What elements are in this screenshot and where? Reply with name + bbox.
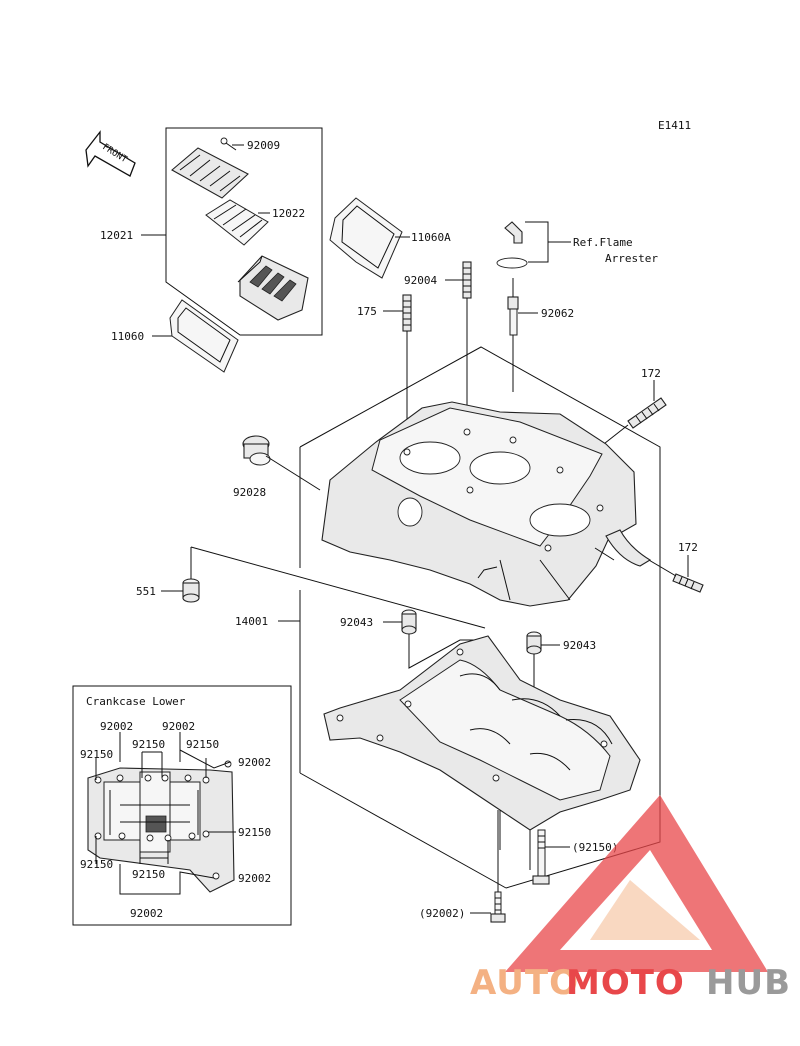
front-arrow: FRONT [85,130,136,177]
plug-92028: 92028 [233,435,321,499]
label-12021: 12021 [100,229,133,242]
label-12022: 12022 [272,207,305,220]
automotohub-watermark: AUTO MOTO HUB [470,795,791,1003]
label-92004: 92004 [404,274,437,287]
inset-label-92002-r1: 92002 [238,756,271,769]
label-175: 175 [357,305,377,318]
label-14001: 14001 [235,615,268,628]
label-92150-paren: (92150) [572,841,618,854]
bolt-92150: (92150) [532,829,618,885]
dowel-92043-left: 92043 [340,609,486,669]
watermark-swoosh [590,880,700,940]
label-172-right: 172 [678,541,698,554]
watermark-triangle [505,795,768,972]
gasket-11060a: 11060A [329,197,451,279]
crankcase-14001-line: 14001 [235,590,507,889]
flame-arrester-fitting: Ref.Flame Arrester [496,221,658,269]
inset-label-92150-mr: 92150 [186,738,219,751]
label-92028: 92028 [233,486,266,499]
inset-label-92002-b: 92002 [130,907,163,920]
inset-label-92002-tr: 92002 [162,720,195,733]
label-172-top: 172 [641,367,661,380]
lower-crankcase [323,635,641,870]
diagram-code: E1411 [658,119,691,132]
ref-flame-label: Ref.Flame [573,236,633,249]
crankcase-lower-inset: Crankcase Lower 92002 92002 92150 92150 … [72,685,292,926]
label-551: 551 [136,585,156,598]
label-92002-paren: (92002) [419,907,465,920]
label-92043-right: 92043 [563,639,596,652]
ref-arrester-label: Arrester [605,252,658,265]
reed-valve-kit-box: 12021 [100,127,323,336]
bolt-92002: (92002) [419,810,506,923]
upper-crankcase [299,346,661,889]
watermark-auto: AUTO [470,963,579,1003]
inset-label-92002-r2: 92002 [238,872,271,885]
inset-title: Crankcase Lower [86,695,186,708]
label-92043-left: 92043 [340,616,373,629]
gasket-11060: 11060 [111,299,239,373]
inset-label-92150-bm: 92150 [132,868,165,881]
reed-block [237,255,309,321]
screw-92009: 92009 [220,137,280,152]
label-92062: 92062 [541,307,574,320]
watermark-moto: MOTO [566,963,685,1003]
label-11060: 11060 [111,330,144,343]
reed-stopper [171,147,249,199]
stud-172-top: 172 [599,367,667,448]
dowel-551: 551 [136,546,486,629]
inset-label-92150-bl: 92150 [80,858,113,871]
inset-label-92002-tl: 92002 [100,720,133,733]
inset-label-92150-r: 92150 [238,826,271,839]
watermark-hub: HUB [706,963,791,1003]
dowel-92043-right: 92043 [526,631,596,700]
fitting-92062: 92062 [507,278,574,392]
label-92009: 92009 [247,139,280,152]
inset-label-92150-ml: 92150 [132,738,165,751]
label-11060a: 11060A [411,231,451,244]
inset-label-92150-l: 92150 [80,748,113,761]
reed-12022: 12022 [205,199,305,246]
